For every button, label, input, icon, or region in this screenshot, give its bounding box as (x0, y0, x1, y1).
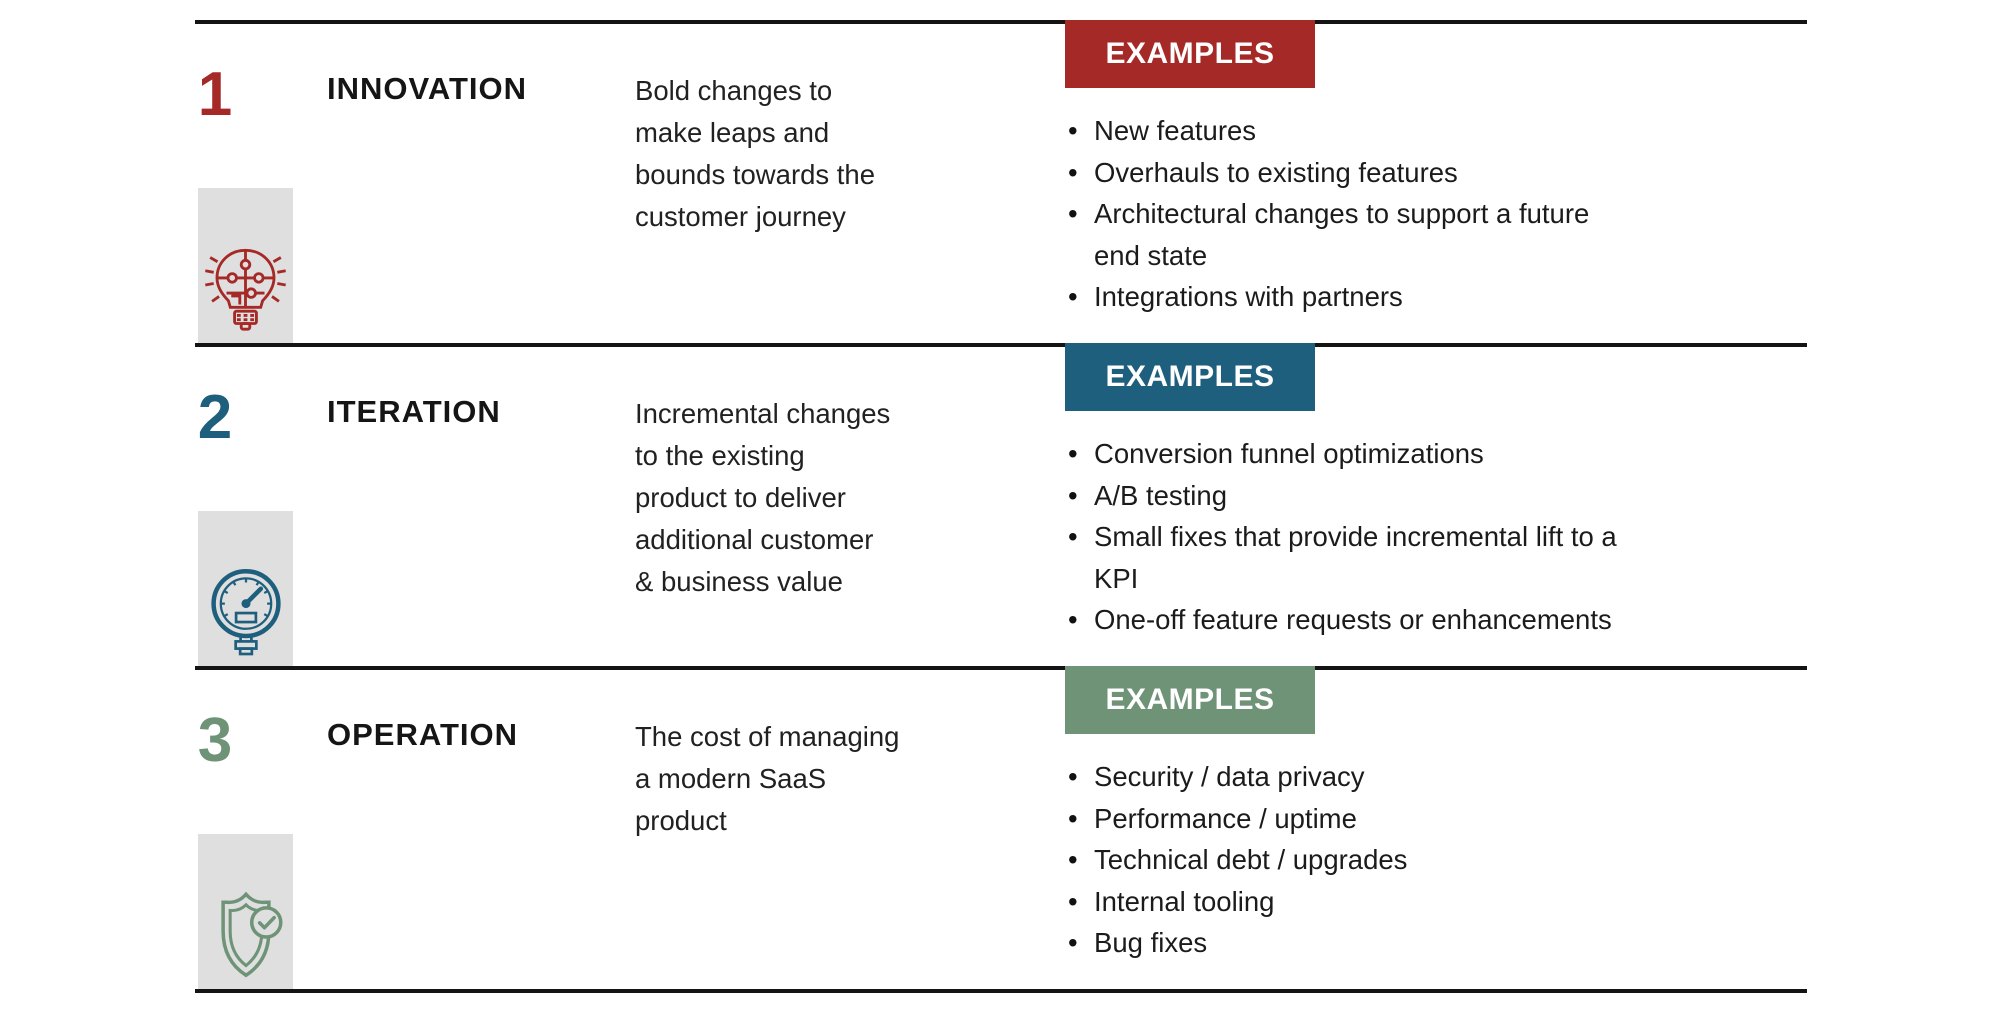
row-divider (195, 989, 1807, 993)
row-divider (195, 666, 1807, 670)
examples-badge-label: EXAMPLES (1105, 37, 1275, 70)
icon-box (198, 834, 293, 989)
category-description: Incremental changes to the existing prod… (635, 398, 891, 597)
category-description: Bold changes to make leaps and bounds to… (635, 75, 876, 232)
row-number: 2 (197, 383, 233, 452)
icon-box (198, 188, 293, 343)
row-innovation: 1 INNOVATION Bold changes to make leaps … (0, 20, 2000, 343)
list-item: A/B testing (1064, 475, 1809, 517)
shield-check-icon (202, 887, 290, 979)
list-item: Conversion funnel optimizations (1064, 433, 1809, 475)
row-divider (195, 343, 1807, 347)
row-number: 3 (197, 706, 233, 775)
examples-badge-label: EXAMPLES (1105, 683, 1275, 716)
gauge-icon (201, 562, 291, 656)
examples-badge: EXAMPLES (1065, 666, 1315, 734)
list-item: Architectural changes to support a futur… (1064, 193, 1809, 276)
row-divider (195, 20, 1807, 24)
examples-list: Conversion funnel optimizations A/B test… (1064, 433, 1809, 641)
category-title: ITERATION (327, 394, 501, 429)
list-item: Small fixes that provide incremental lif… (1064, 516, 1809, 599)
list-item: Internal tooling (1064, 881, 1809, 923)
examples-list: Security / data privacy Performance / up… (1064, 756, 1809, 964)
puzzle-lightbulb-icon (198, 238, 293, 333)
row-iteration: 2 ITERATION Incremental changes to the e… (0, 343, 2000, 666)
list-item: Technical debt / upgrades (1064, 839, 1809, 881)
list-item: Performance / uptime (1064, 798, 1809, 840)
list-item: New features (1064, 110, 1809, 152)
examples-badge: EXAMPLES (1065, 343, 1315, 411)
list-item: Bug fixes (1064, 922, 1809, 964)
category-title: OPERATION (327, 717, 518, 752)
list-item: Overhauls to existing features (1064, 152, 1809, 194)
list-item: Security / data privacy (1064, 756, 1809, 798)
category-title: INNOVATION (327, 71, 528, 106)
category-description: The cost of managing a modern SaaS produ… (635, 721, 900, 836)
list-item: Integrations with partners (1064, 276, 1809, 318)
examples-list: New features Overhauls to existing featu… (1064, 110, 1809, 318)
examples-badge: EXAMPLES (1065, 20, 1315, 88)
row-number: 1 (197, 60, 233, 129)
row-operation: 3 OPERATION The cost of managing a moder… (0, 666, 2000, 989)
examples-badge-label: EXAMPLES (1105, 360, 1275, 393)
icon-box (198, 511, 293, 666)
list-item: One-off feature requests or enhancements (1064, 599, 1809, 641)
